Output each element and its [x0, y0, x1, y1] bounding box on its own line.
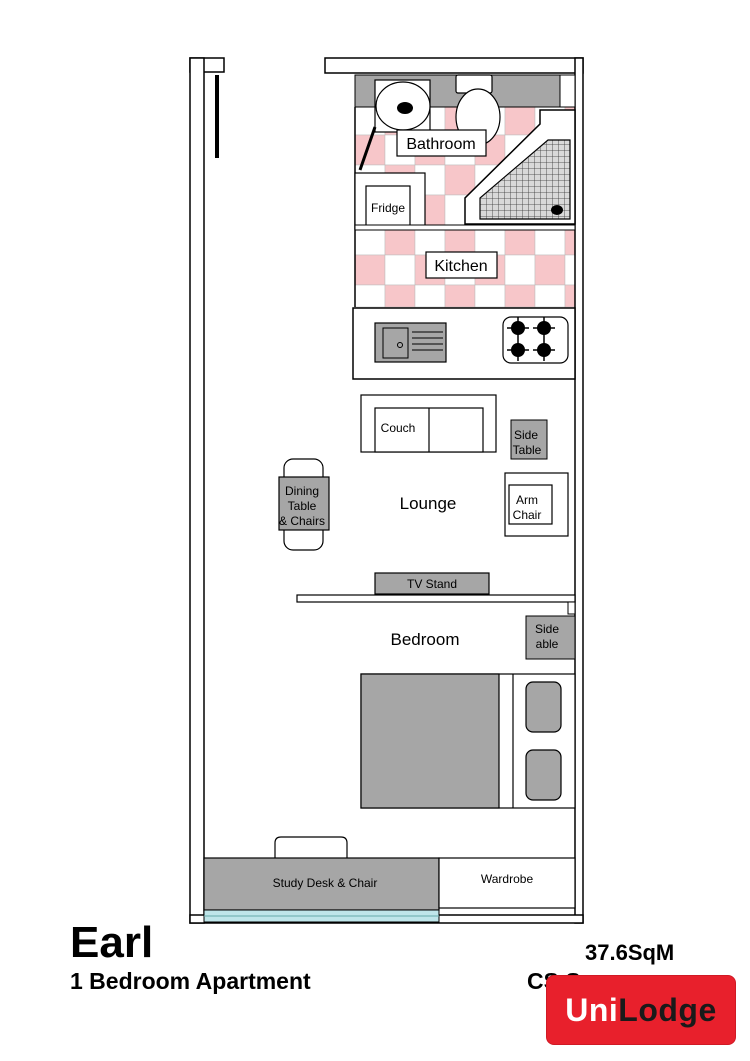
study-desk: Study Desk & Chair — [203, 836, 440, 911]
couch: Couch — [360, 394, 497, 453]
svg-text:Wardrobe: Wardrobe — [481, 872, 534, 886]
couch-label: Couch — [381, 421, 416, 435]
floor-tile — [504, 284, 536, 308]
svg-text:Side: Side — [535, 622, 559, 636]
floor-tile — [504, 104, 536, 136]
floor-tile — [504, 254, 536, 286]
svg-text:Table: Table — [288, 499, 317, 513]
apartment-type: 1 Bedroom Apartment — [70, 968, 311, 994]
bed — [360, 673, 576, 809]
fridge-label: Fridge — [371, 201, 405, 215]
dining-table: Dining Table & Chairs — [278, 458, 330, 551]
cooktop — [502, 316, 569, 364]
tv-stand: TV Stand — [374, 572, 490, 595]
floor-tile — [534, 284, 566, 308]
svg-text:Chair: Chair — [513, 508, 542, 522]
page-title: Earl — [70, 918, 154, 967]
shower — [464, 109, 576, 225]
kitchen-label: Kitchen — [434, 258, 487, 275]
pillow — [525, 749, 562, 801]
arm-chair: Arm Chair — [504, 472, 569, 537]
floor-tile — [444, 164, 476, 196]
floor-tile — [564, 254, 576, 286]
floor-tile — [564, 284, 576, 308]
svg-text:TV Stand: TV Stand — [407, 577, 457, 591]
floor-tile — [354, 284, 386, 308]
floor-tile — [384, 284, 416, 308]
floor-tile — [414, 284, 446, 308]
lounge-label: Lounge — [400, 494, 457, 513]
fridge — [354, 172, 426, 230]
side-table: Side Table — [510, 419, 548, 460]
bathroom-label: Bathroom — [406, 136, 475, 153]
floor-tile — [444, 284, 476, 308]
window — [203, 909, 440, 923]
bedside-table: Side able — [525, 615, 576, 660]
svg-text:Dining: Dining — [285, 484, 319, 498]
svg-text:Arm: Arm — [516, 493, 538, 507]
svg-text:& Chairs: & Chairs — [279, 514, 325, 528]
floor-tile — [354, 254, 386, 286]
floor-tile — [474, 284, 506, 308]
partition-wall — [296, 594, 576, 603]
pillow — [525, 681, 562, 733]
floor-tile — [384, 254, 416, 286]
svg-text:Study Desk & Chair: Study Desk & Chair — [273, 876, 378, 890]
bathroom-area — [354, 74, 576, 307]
svg-text:Table: Table — [513, 443, 542, 457]
bedroom-label: Bedroom — [391, 630, 460, 649]
svg-text:Side: Side — [514, 428, 538, 442]
kitchen-bench — [352, 307, 576, 380]
svg-text:able: able — [536, 637, 559, 651]
sink — [374, 322, 447, 363]
wardrobe: Wardrobe — [438, 857, 576, 909]
floor-tile — [534, 254, 566, 286]
floor-area: 37.6SqM — [585, 940, 675, 965]
